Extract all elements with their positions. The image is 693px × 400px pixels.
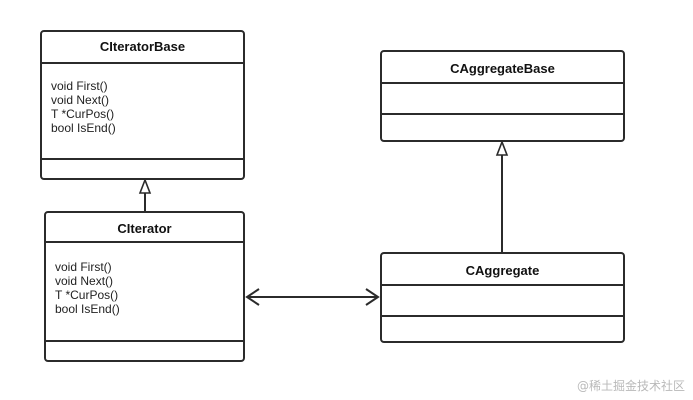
- class-name: CAggregate: [465, 263, 540, 278]
- name-divider: [42, 62, 243, 64]
- association-arrow-right: [365, 288, 380, 306]
- method-item: void Next(): [51, 93, 110, 107]
- class-name: CAggregateBase: [450, 61, 555, 76]
- name-divider: [382, 284, 623, 286]
- methods-divider: [42, 158, 243, 160]
- class-name: CIterator: [117, 221, 172, 236]
- method-item: bool IsEnd(): [51, 121, 116, 135]
- class-box-iterator[interactable]: CIterator void First() void Next() T *Cu…: [44, 211, 245, 362]
- inheritance-arrowhead-iterator: [138, 177, 152, 194]
- class-box-iterator-base[interactable]: CIteratorBase void First() void Next() T…: [40, 30, 245, 180]
- inheritance-arrowhead-aggregate: [495, 139, 509, 156]
- method-item: void First(): [55, 260, 112, 274]
- method-item: void First(): [51, 79, 108, 93]
- attributes-divider: [382, 113, 623, 115]
- method-list: void First() void Next() T *CurPos() boo…: [51, 79, 116, 135]
- class-box-aggregate-base[interactable]: CAggregateBase: [380, 50, 625, 142]
- name-divider: [46, 241, 243, 243]
- attributes-divider: [382, 315, 623, 317]
- class-name: CIteratorBase: [99, 39, 186, 54]
- method-item: T *CurPos(): [51, 107, 115, 121]
- method-list: void First() void Next() T *CurPos() boo…: [55, 260, 120, 316]
- class-box-aggregate[interactable]: CAggregate: [380, 252, 625, 343]
- method-item: T *CurPos(): [55, 288, 119, 302]
- method-item: void Next(): [55, 274, 114, 288]
- methods-divider: [46, 340, 243, 342]
- watermark: @稀土掘金技术社区: [576, 379, 685, 393]
- name-divider: [382, 82, 623, 84]
- association-arrow-left: [245, 288, 260, 306]
- method-item: bool IsEnd(): [55, 302, 120, 316]
